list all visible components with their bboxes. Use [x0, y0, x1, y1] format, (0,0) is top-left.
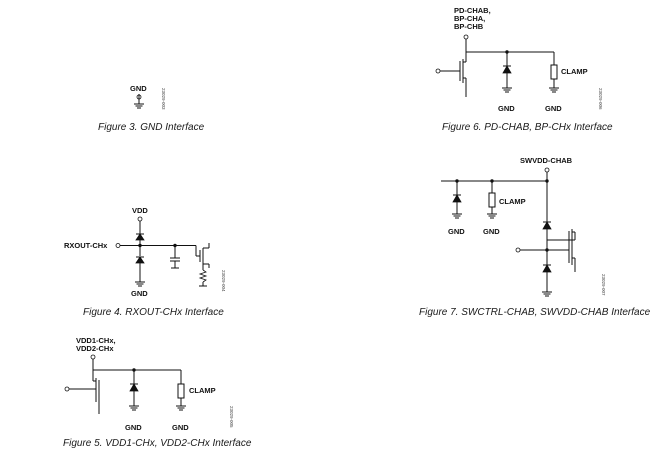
fig4-rxout-pin [115, 243, 121, 248]
fig7-caption: Figure 7. SWCTRL-CHAB, SWVDD-CHAB Interf… [419, 307, 651, 318]
figure-4-rxout-interface: VDD GND RXOUT-CHx [64, 206, 226, 318]
fig6-pin-label-line1: PD-CHAB, [454, 6, 491, 15]
fig4-pulldown-resistor [198, 264, 208, 287]
fig4-output-transistor [195, 243, 210, 268]
fig4-vdd-label: VDD [132, 206, 148, 215]
fig7-clamp-diode [452, 181, 462, 219]
fig4-capacitor [170, 245, 180, 269]
fig7-pin-label: SWVDD-CHAB [520, 156, 573, 165]
fig4-rxout-label: RXOUT-CHx [64, 241, 108, 250]
fig5-gnd-label-1: GND [125, 423, 142, 432]
fig5-vdd-pin [90, 354, 96, 360]
fig6-pin-label-line3: BP-CHB [454, 22, 484, 31]
fig6-clamp-diode [502, 52, 512, 93]
fig4-upper-diode [135, 233, 145, 241]
fig7-swvdd-pin [544, 167, 550, 173]
fig5-gnd-label-2: GND [172, 423, 189, 432]
fig3-gnd-label: GND [130, 84, 147, 93]
fig4-caption: Figure 4. RXOUT-CHx Interface [83, 307, 224, 318]
fig3-gnd-pin [136, 94, 142, 100]
fig5-clamp-diode [129, 370, 139, 411]
fig5-transistor [64, 370, 100, 414]
fig6-caption: Figure 6. PD-CHAB, BP-CHx Interface [442, 122, 613, 133]
fig4-figure-code: 23029-004 [221, 270, 226, 292]
fig7-clamp-device [487, 181, 497, 219]
figure-5-vdd-interface: VDD1-CHx, VDD2-CHx GND [63, 336, 252, 449]
fig7-gnd-label-1: GND [448, 227, 465, 236]
fig7-upper-diode [542, 181, 552, 265]
fig7-swctrl-pin [515, 247, 521, 253]
fig7-figure-code: 23029-007 [601, 274, 606, 296]
figure-3-gnd-interface: GND 23029-003 Figure 3. GND Interface [98, 84, 205, 133]
fig4-vdd-pin [137, 216, 143, 234]
fig7-clamp-label: CLAMP [499, 197, 526, 206]
fig7-switch-transistor [515, 229, 576, 272]
fig5-pin-label-line2: VDD2-CHx [76, 344, 114, 353]
fig5-clamp-label: CLAMP [189, 386, 216, 395]
fig5-figure-code: 23029-005 [229, 406, 234, 428]
fig5-pin-label-line1: VDD1-CHx, [76, 336, 116, 345]
fig6-transistor [435, 52, 467, 97]
fig4-node-dot-1 [138, 243, 142, 248]
fig7-lower-diode [542, 264, 552, 297]
fig4-lower-diode [135, 256, 145, 264]
fig3-figure-code: 23029-003 [161, 88, 166, 110]
fig6-pin [463, 34, 469, 40]
fig6-gnd-label-1: GND [498, 104, 515, 113]
fig3-ground-symbol [134, 100, 144, 109]
fig7-gnd-label-2: GND [483, 227, 500, 236]
fig6-figure-code: 23029-006 [598, 88, 603, 110]
figure-6-pd-bp-interface: PD-CHAB, BP-CHA, BP-CHB GND [435, 6, 613, 133]
figure-7-swctrl-interface: SWVDD-CHAB GND CLAMP GND [419, 156, 651, 318]
fig3-caption: Figure 3. GND Interface [98, 122, 205, 133]
fig6-clamp-device [549, 52, 559, 93]
fig4-gnd-label: GND [131, 289, 148, 298]
fig6-pin-label-line2: BP-CHA, [454, 14, 485, 23]
fig6-gnd-label-2: GND [545, 104, 562, 113]
fig4-ground-symbol [135, 281, 145, 287]
fig6-clamp-label: CLAMP [561, 67, 588, 76]
fig5-clamp-device [176, 370, 186, 411]
fig5-caption: Figure 5. VDD1-CHx, VDD2-CHx Interface [63, 438, 252, 449]
